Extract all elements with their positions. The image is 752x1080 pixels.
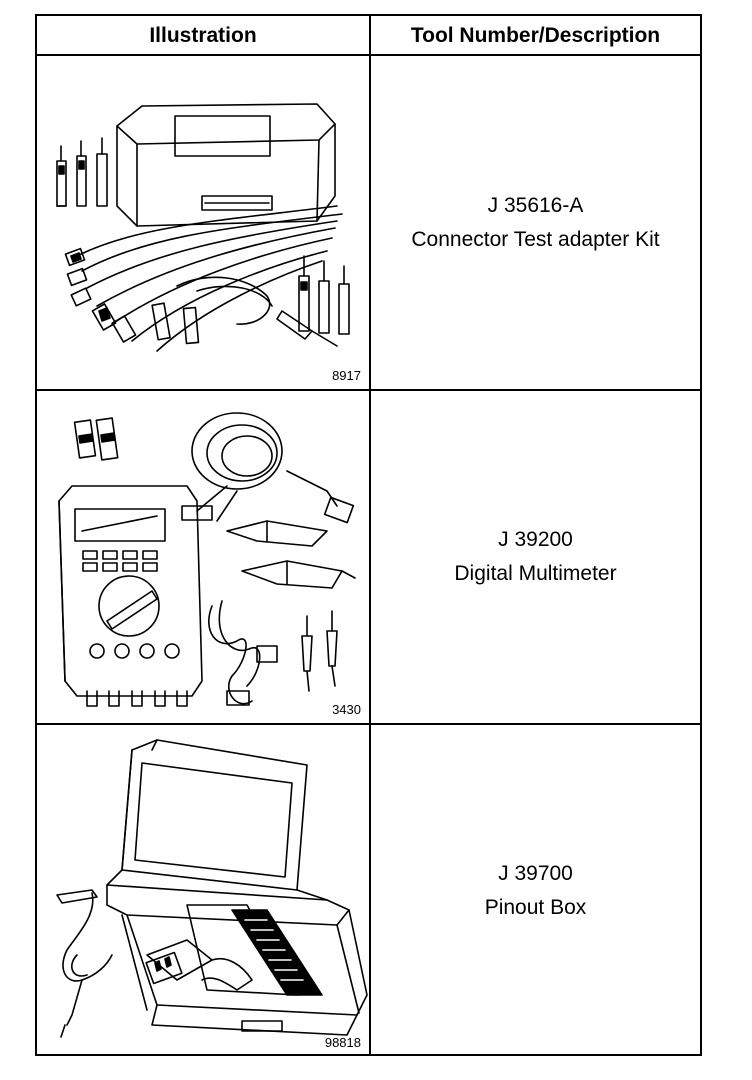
header-divider — [37, 54, 700, 56]
pinout-box-icon — [56, 739, 368, 1038]
table-row-description: J 39700 Pinout Box — [371, 725, 700, 1056]
row-divider — [37, 723, 700, 725]
digital-multimeter-icon — [58, 412, 356, 707]
row-divider — [37, 389, 700, 391]
header-illustration: Illustration — [149, 24, 257, 47]
table-row-illustration: 3430 — [37, 391, 369, 723]
table-row-illustration: 98818 — [37, 725, 369, 1056]
tool-table: Illustration Tool Number/Description — [35, 14, 702, 1056]
column-divider — [369, 16, 371, 1054]
header-tool-number-description: Tool Number/Description — [410, 24, 661, 47]
table-row-description: J 35616-A Connector Test adapter Kit — [371, 56, 700, 389]
tool-number: J 35616-A — [487, 193, 584, 217]
tool-description: Digital Multimeter — [454, 562, 617, 585]
table-row-description: J 39200 Digital Multimeter — [371, 391, 700, 723]
connector-test-adapter-kit-icon — [56, 103, 350, 352]
figure-number: 3430 — [332, 702, 361, 717]
tool-description: Pinout Box — [484, 895, 587, 919]
tool-description: Connector Test adapter Kit — [411, 227, 660, 251]
table-row-illustration: 8917 — [37, 56, 369, 389]
tool-number: J 39200 — [498, 528, 573, 551]
tool-number: J 39700 — [498, 861, 573, 885]
figure-number: 98818 — [324, 1035, 361, 1050]
figure-number: 8917 — [332, 368, 361, 383]
